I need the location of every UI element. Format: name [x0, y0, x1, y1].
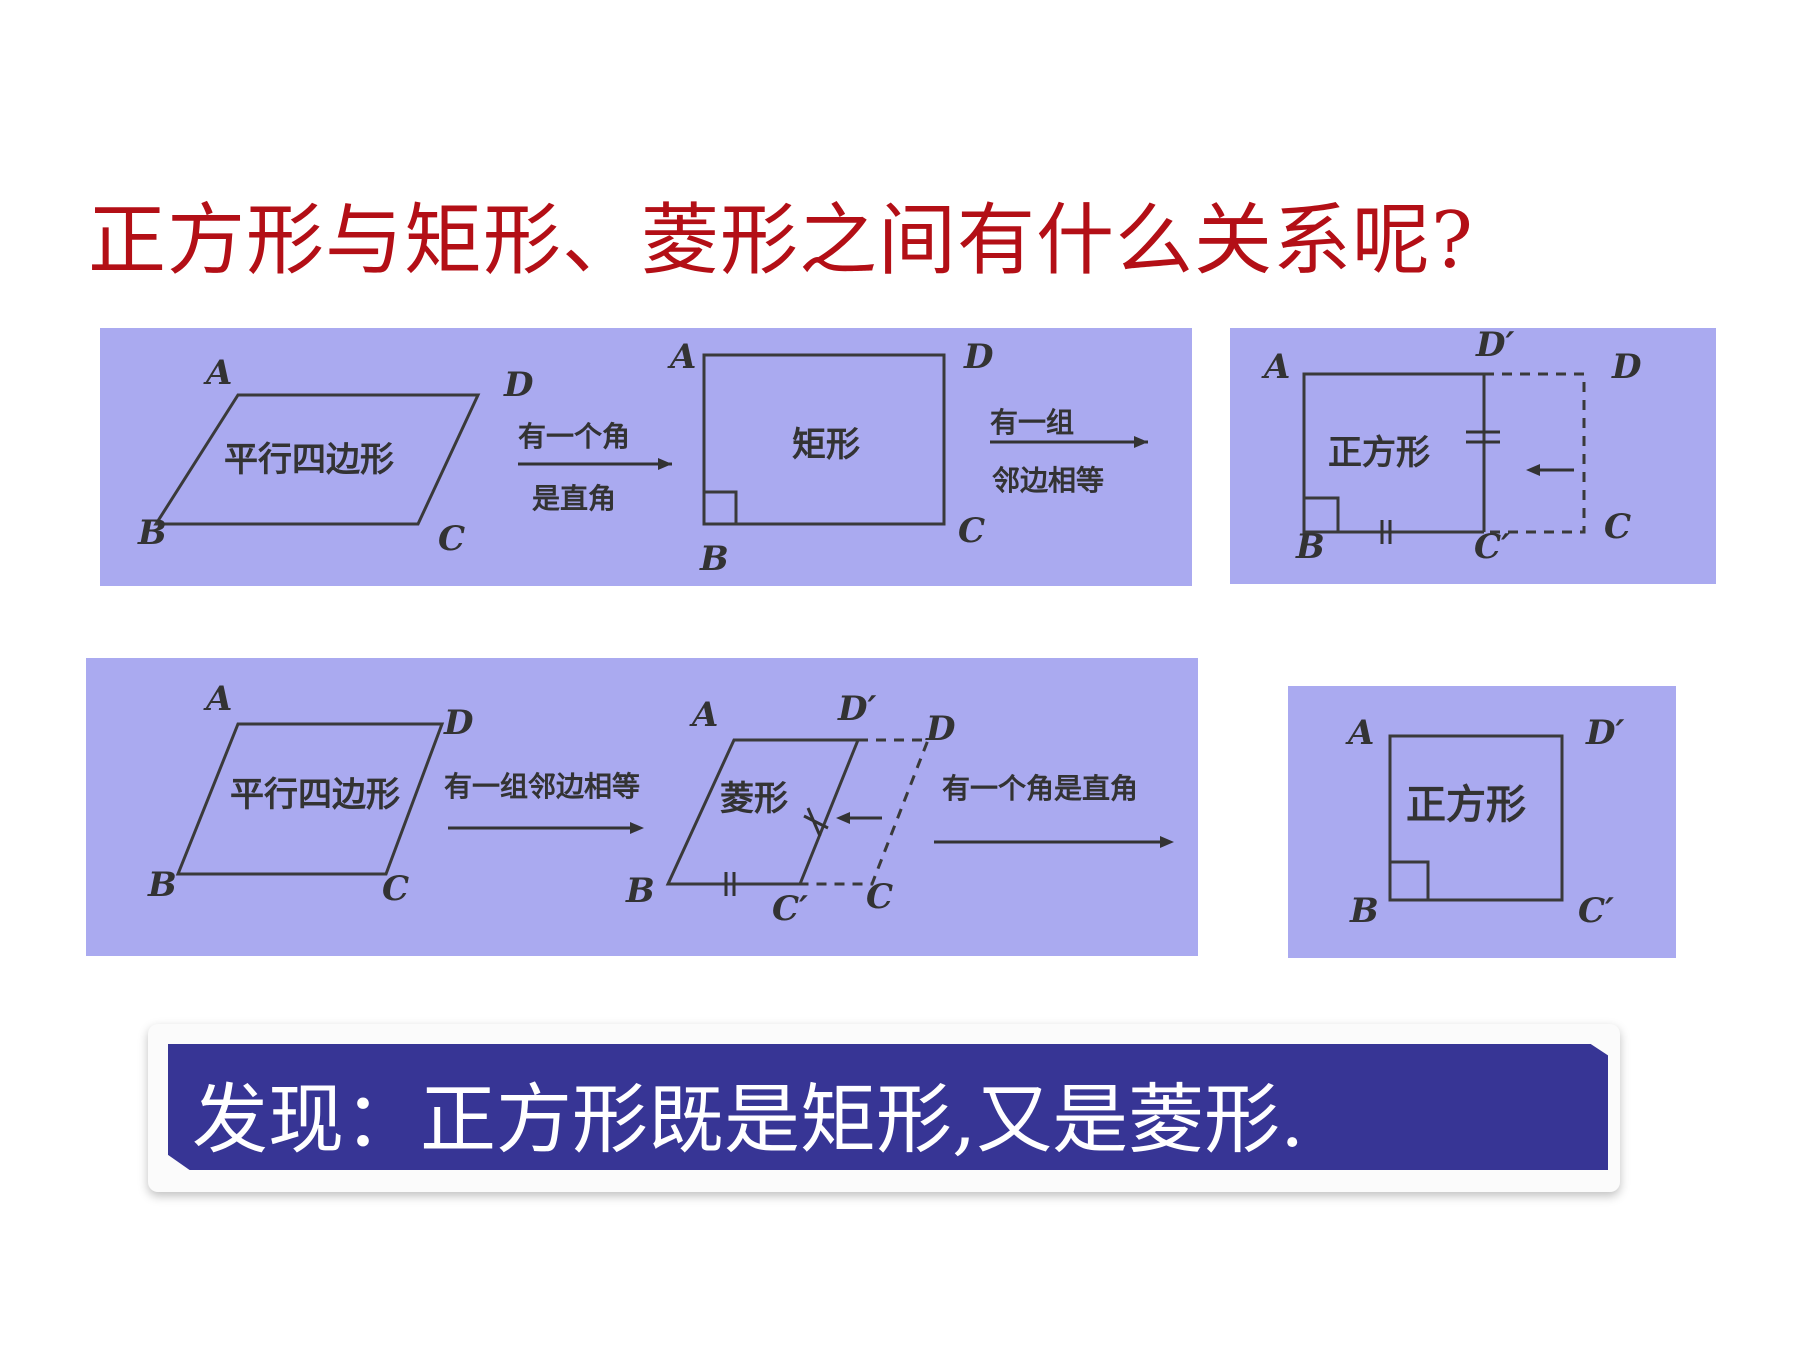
- arrow1-top-label: 有一个角: [518, 420, 630, 453]
- square-shape: [1388, 734, 1564, 902]
- rhombus-label: 菱形: [720, 779, 788, 819]
- square-solid-sides: [1302, 372, 1484, 534]
- parallelogram-dashed-part: [800, 738, 931, 886]
- panel-rectangle-to-square: A D′ D B C′ C 正方形: [1230, 328, 1716, 584]
- arrow1-label: 有一组邻边相等: [444, 770, 640, 803]
- arrow2-bottom-label: 邻边相等: [992, 464, 1104, 497]
- point-D: D: [503, 365, 534, 405]
- diagram-square-result: A D′ B C′ 正方形: [1345, 713, 1624, 931]
- point-A: A: [1345, 713, 1374, 753]
- parallelogram-label: 平行四边形: [224, 440, 394, 480]
- parallelogram-shape: [153, 393, 481, 526]
- rhombus-point-D-prime: D′: [837, 689, 876, 729]
- rect-point-C: C: [958, 511, 985, 551]
- point-C-prime: C′: [1578, 891, 1614, 931]
- arrow1-head: [630, 822, 644, 834]
- arrow2-head: [1134, 436, 1148, 448]
- parallelogram-label: 平行四边形: [230, 775, 400, 815]
- parallelogram-shape: [175, 722, 445, 876]
- point-A: A: [1261, 347, 1290, 387]
- point-D-prime: D′: [1475, 328, 1514, 365]
- point-A: A: [203, 679, 232, 719]
- tick-mark: [803, 814, 829, 830]
- point-B: B: [1295, 527, 1325, 567]
- rhombus-point-D: D: [925, 709, 956, 749]
- rhombus-point-C: C: [866, 877, 893, 917]
- right-angle-mark: [1302, 496, 1340, 534]
- panel-square-result: A D′ B C′ 正方形: [1288, 686, 1676, 958]
- point-D: D: [1611, 347, 1642, 387]
- right-angle-mark: [1388, 860, 1430, 902]
- finding-text: 发现：正方形既是矩形,又是菱形.: [192, 1075, 1305, 1164]
- point-D-prime: D′: [1585, 713, 1624, 753]
- point-B: B: [1349, 891, 1379, 931]
- point-A: A: [203, 353, 232, 393]
- rhombus-point-C-prime: C′: [772, 889, 808, 929]
- rect-point-B: B: [699, 539, 729, 579]
- arrow2-top-label: 有一组: [990, 406, 1074, 439]
- arrow1-head: [658, 458, 672, 470]
- slide-title: 正方形与矩形、菱形之间有什么关系呢?: [88, 196, 1474, 286]
- square-label: 正方形: [1406, 781, 1526, 828]
- square-label: 正方形: [1328, 433, 1430, 473]
- diagram-parallelogram-to-rhombus: A D B C 平行四边形 有一组邻边相等 A D′ D B C′ C 菱形 有…: [147, 679, 1174, 929]
- diagram-rectangle-to-square: A D′ D B C′ C 正方形: [1261, 328, 1642, 567]
- finding-bar: [168, 1044, 1608, 1170]
- panel-parallelogram-to-rectangle: A D B C 平行四边形 有一个角 是直角 A D B C 矩形 有一组 邻边…: [100, 328, 1192, 586]
- point-D: D: [443, 703, 474, 743]
- panel-parallelogram-to-rhombus: A D B C 平行四边形 有一组邻边相等 A D′ D B C′ C 菱形 有…: [86, 658, 1198, 956]
- point-B: B: [147, 865, 177, 905]
- rectangle-dashed-part: [1484, 372, 1586, 534]
- rhombus-point-B: B: [625, 871, 655, 911]
- arrow-left-head: [1526, 464, 1540, 476]
- arrow-left-head: [836, 812, 850, 824]
- point-B: B: [137, 513, 167, 553]
- point-C-prime: C′: [1474, 527, 1510, 567]
- point-C: C: [438, 519, 465, 559]
- point-C: C: [382, 869, 409, 909]
- rectangle-shape: [702, 353, 946, 526]
- right-angle-mark: [702, 490, 738, 526]
- tick-mark: [806, 807, 822, 837]
- rect-point-D: D: [963, 337, 994, 377]
- point-C: C: [1604, 507, 1631, 547]
- diagram-parallelogram-to-rectangle: A D B C 平行四边形 有一个角 是直角 A D B C 矩形 有一组 邻边…: [137, 337, 1148, 579]
- arrow2-label: 有一个角是直角: [942, 772, 1138, 805]
- rect-point-A: A: [667, 337, 696, 377]
- arrow2-head: [1160, 836, 1174, 848]
- arrow1-bottom-label: 是直角: [532, 482, 616, 515]
- rhombus-point-A: A: [689, 695, 718, 735]
- rectangle-label: 矩形: [792, 425, 860, 465]
